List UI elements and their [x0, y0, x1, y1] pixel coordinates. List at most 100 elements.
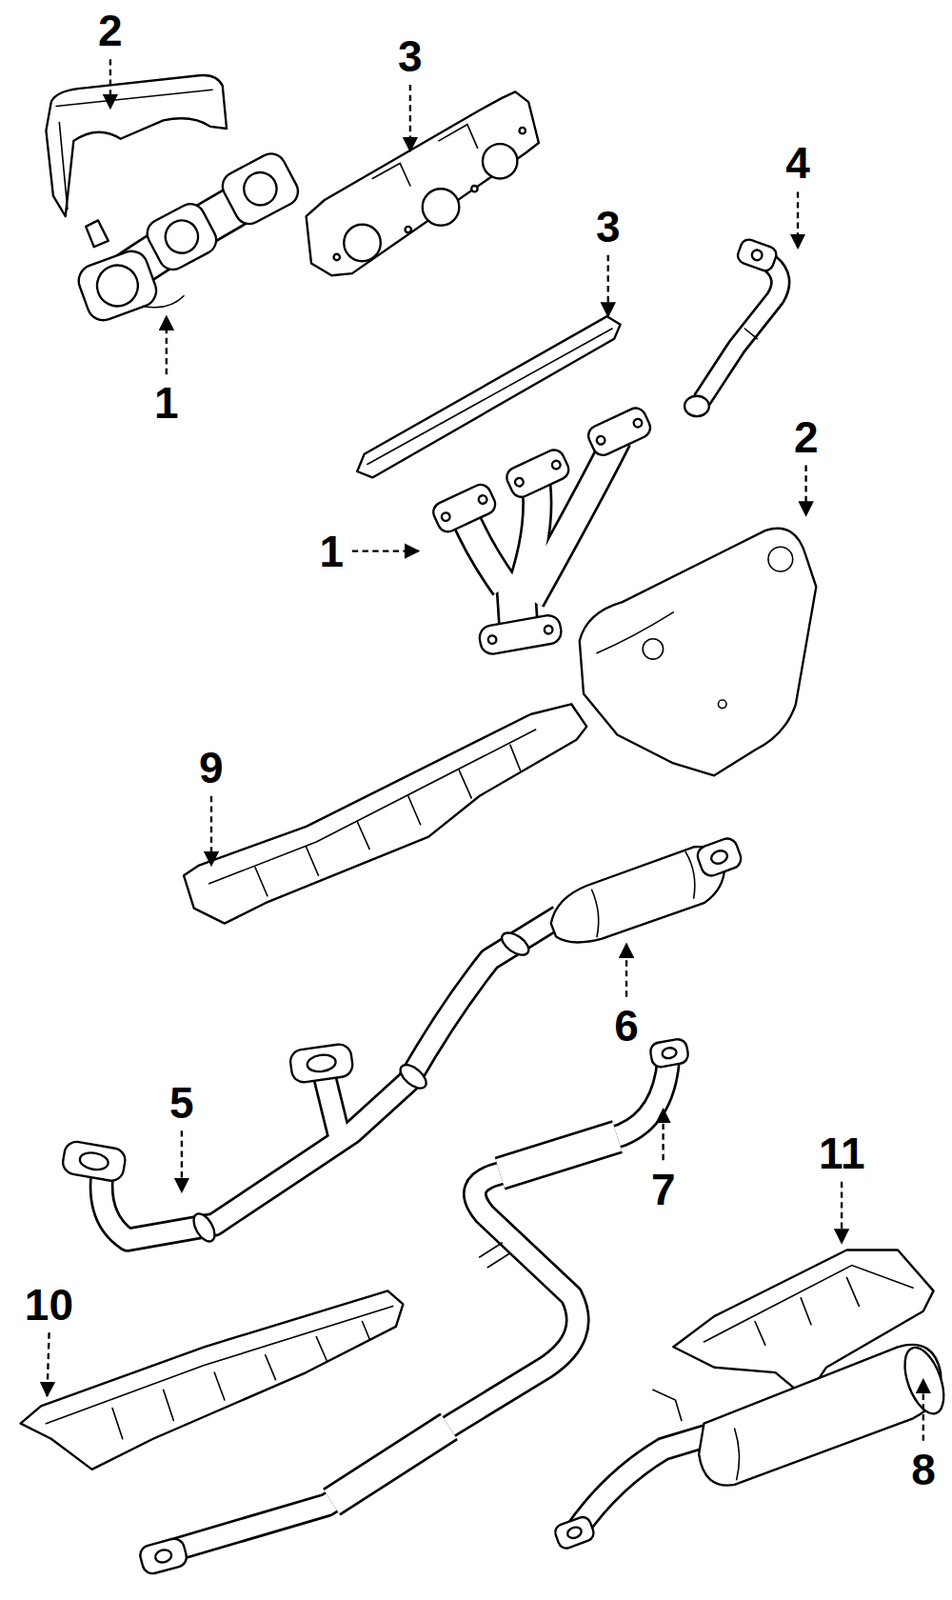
- front-pipe: [324, 1075, 339, 1134]
- front-pipe: [60, 1139, 127, 1183]
- exhaust-manifold: [477, 613, 564, 655]
- leader-arrow: [352, 549, 419, 552]
- heat-shield: [45, 75, 227, 217]
- exhaust-manifold: [543, 624, 554, 635]
- leader-arrow: [796, 191, 799, 248]
- exhaust-manifold: [218, 148, 304, 229]
- exhaust-manifold: [503, 446, 573, 500]
- exhaust-manifold: [585, 404, 655, 458]
- heat-shield: [357, 821, 370, 850]
- egr-tube: [701, 262, 780, 400]
- manifold-gasket: [306, 91, 539, 276]
- exhaust-manifold: [440, 511, 452, 522]
- leader-arrow: [804, 465, 807, 516]
- manifold-gasket: [519, 127, 526, 134]
- exhaust-manifold: [464, 515, 506, 587]
- heat-shield: [45, 1305, 393, 1423]
- egr-tube: [701, 262, 780, 400]
- exhaust-manifold: [551, 458, 562, 470]
- egr-tube: [735, 237, 779, 273]
- callout-number: 1: [152, 380, 181, 425]
- callout-number: 1: [317, 529, 347, 574]
- heat-shield: [255, 867, 268, 896]
- exhaust-manifold: [430, 480, 499, 535]
- heat-shield: [510, 744, 521, 771]
- exhaust-manifold: [595, 435, 606, 446]
- heat-shield: [458, 770, 472, 798]
- front-pipe: [189, 1209, 219, 1245]
- exhaust-manifold: [487, 634, 497, 645]
- heat-shield: [59, 122, 68, 210]
- manifold-gasket: [357, 316, 620, 477]
- heat-shield: [45, 75, 227, 217]
- manifold-gasket: [306, 91, 539, 276]
- heat-shield: [112, 1321, 370, 1439]
- manifold-gasket: [422, 188, 460, 226]
- exhaust-manifold: [477, 613, 564, 655]
- muffler: [553, 1514, 596, 1550]
- heat-shield: [703, 1265, 913, 1342]
- heat-shield: [596, 612, 674, 654]
- exhaust-manifold: [74, 148, 303, 325]
- catalytic-converter: [592, 889, 599, 936]
- intermediate-pipe: [154, 1547, 174, 1565]
- egr-tube: [744, 328, 757, 339]
- muffler: [576, 1432, 715, 1530]
- heat-shield: [183, 703, 587, 923]
- exhaust-manifold: [464, 515, 506, 587]
- leader-arrow: [409, 84, 412, 152]
- intermediate-pipe: [331, 1426, 449, 1502]
- front-pipe: [78, 1150, 110, 1171]
- muffler: [566, 1525, 584, 1540]
- exhaust-manifold: [515, 575, 518, 624]
- callout-number: 7: [649, 1167, 678, 1211]
- leader-arrow: [180, 1130, 183, 1191]
- callout-number: 10: [22, 1282, 76, 1327]
- callout-number: 4: [783, 140, 813, 185]
- callout-number: 5: [167, 1080, 197, 1125]
- intermediate-pipe: [479, 1242, 511, 1268]
- exhaust-manifold: [632, 416, 643, 428]
- leader-arrow: [165, 316, 168, 375]
- front-pipe: [497, 928, 533, 959]
- intermediate-pipe: [661, 1046, 678, 1059]
- catalytic-converter: [694, 835, 744, 879]
- heat-shield: [717, 699, 727, 709]
- muffler: [553, 1342, 952, 1550]
- muffler: [576, 1432, 715, 1530]
- manifold-gasket: [471, 185, 477, 192]
- heat-shield: [408, 795, 421, 825]
- intermediate-pipe: [163, 1060, 669, 1552]
- exhaust-manifold: [141, 198, 221, 275]
- heat-shield: [20, 1289, 404, 1469]
- front-pipe: [288, 1042, 354, 1084]
- egr-tube: [735, 237, 779, 273]
- exhaust-manifold: [503, 446, 573, 500]
- manifold-gasket: [357, 316, 620, 477]
- exhaust-manifold: [85, 219, 109, 247]
- catalytic-converter: [551, 835, 744, 943]
- exhaust-manifold: [476, 494, 488, 505]
- callout-number: 6: [612, 1003, 641, 1048]
- manifold-gasket: [334, 254, 340, 260]
- heat-shield: [56, 89, 213, 106]
- manifold-gasket: [405, 226, 412, 233]
- callout-number: 2: [96, 8, 125, 53]
- front-pipe: [306, 1052, 338, 1073]
- intermediate-pipe: [138, 1535, 189, 1575]
- callout-number: 8: [909, 1447, 938, 1491]
- heat-shield: [579, 528, 817, 776]
- exhaust-manifold: [585, 404, 655, 458]
- exhaust-manifold: [515, 575, 518, 624]
- exhaust-manifold: [159, 214, 204, 258]
- intermediate-pipe: [138, 1535, 189, 1575]
- exhaust-manifold: [141, 198, 221, 275]
- intermediate-pipe: [499, 1136, 617, 1174]
- muffler: [653, 1388, 682, 1420]
- catalytic-converter: [709, 848, 730, 866]
- callout-number: 11: [816, 1130, 868, 1175]
- leader-arrow: [922, 1379, 925, 1441]
- muffler: [553, 1514, 596, 1550]
